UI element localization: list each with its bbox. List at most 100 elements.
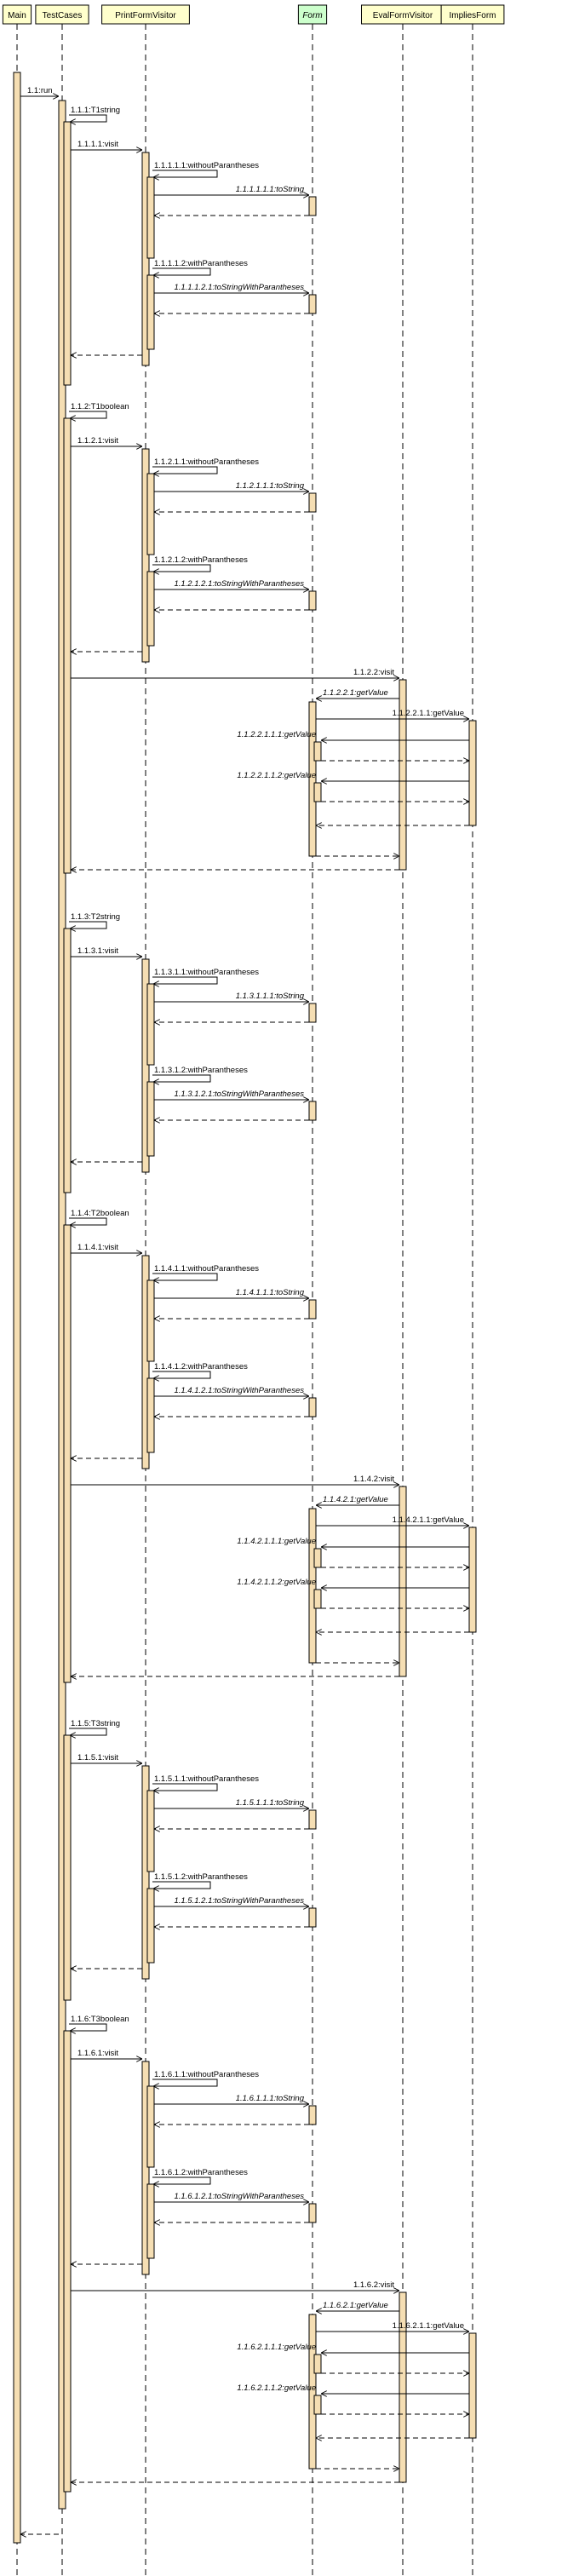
- testcases-activation-test-4: [63, 1224, 72, 1683]
- with-parantheses-4: [152, 1371, 211, 1378]
- form-activation-tostringwith-5: [308, 1907, 317, 1928]
- impliesform-activation-4: [468, 1527, 477, 1633]
- get-value-4-label: 1.1.4.2.1:getValue: [323, 1495, 388, 1504]
- with-parantheses-6-label: 1.1.6.1.2:withParantheses: [154, 2168, 248, 2177]
- testcases-activation-test-3: [63, 928, 72, 1193]
- evalformvisitor-activation-4: [399, 1486, 407, 1677]
- get-value-2-label: 1.1.2.2.1:getValue: [323, 688, 388, 698]
- without-parantheses-5-label: 1.1.5.1.1:withoutParantheses: [154, 1774, 259, 1784]
- printformvisitor-with-activation-6: [146, 2183, 155, 2259]
- form-nested-activation-a-6: [313, 2354, 322, 2374]
- implies-get-value-6-label: 1.1.6.2.1.1:getValue: [393, 2321, 464, 2331]
- form-activation-tostring-2: [308, 492, 317, 513]
- form-activation-tostringwith-1: [308, 294, 317, 314]
- printformvisitor-activation-2: [141, 448, 150, 663]
- form-get-value-b-2-label: 1.1.2.2.1.1.2:getValue: [237, 771, 316, 780]
- test-call-3-label: 1.1.3:T2string: [71, 912, 120, 922]
- form-nested-activation-b-2: [313, 782, 322, 802]
- form-activation-tostringwith-6: [308, 2203, 317, 2223]
- printformvisitor-with-activation-2: [146, 571, 155, 647]
- form-nested-activation-a-4: [313, 1548, 322, 1568]
- test-call-5-label: 1.1.5:T3string: [71, 1719, 120, 1728]
- evalformvisitor-activation-2: [399, 679, 407, 871]
- print-visit-1-label: 1.1.1.1:visit: [77, 140, 118, 149]
- form-activation-tostring-6: [308, 2105, 317, 2125]
- printformvisitor-with-activation-3: [146, 1081, 155, 1157]
- with-parantheses-2-label: 1.1.2.1.2:withParantheses: [154, 555, 248, 565]
- implies-get-value-2-label: 1.1.2.2.1.1:getValue: [393, 709, 464, 718]
- impliesform-activation-6: [468, 2332, 477, 2439]
- without-parantheses-5: [152, 1783, 218, 1791]
- main-activation: [13, 72, 21, 2544]
- testcases-activation-test-1: [63, 121, 72, 386]
- test-call-6: [69, 2023, 107, 2031]
- participant-label-main: Main: [8, 11, 26, 20]
- form-activation-tostring-3: [308, 1003, 317, 1023]
- printformvisitor-with-activation-1: [146, 274, 155, 350]
- to-string-6-label: 1.1.6.1.1.1:toString: [236, 2094, 305, 2103]
- printformvisitor-without-activation-6: [146, 2085, 155, 2168]
- with-parantheses-3-label: 1.1.3.1.2:withParantheses: [154, 1066, 248, 1075]
- printformvisitor-without-activation-4: [146, 1279, 155, 1362]
- to-string-2-label: 1.1.2.1.1.1:toString: [236, 481, 305, 491]
- participant-form: [297, 4, 328, 25]
- form-activation-tostringwith-4: [308, 1397, 317, 1417]
- to-string-with-1-label: 1.1.1.1.2.1:toStringWithParantheses: [174, 283, 304, 292]
- participant-main: [2, 4, 32, 25]
- without-parantheses-4: [152, 1273, 218, 1280]
- printformvisitor-without-activation-1: [146, 176, 155, 259]
- form-activation-tostring-5: [308, 1809, 317, 1830]
- testcases-activation-test-6: [63, 2030, 72, 2493]
- to-string-4-label: 1.1.4.1.1.1:toString: [236, 1288, 305, 1297]
- form-activation-tostringwith-3: [308, 1101, 317, 1121]
- printformvisitor-activation-6: [141, 2061, 150, 2275]
- form-nested-activation-b-4: [313, 1589, 322, 1609]
- form-nested-activation-b-6: [313, 2395, 322, 2415]
- with-parantheses-4-label: 1.1.4.1.2:withParantheses: [154, 1362, 248, 1371]
- without-parantheses-4-label: 1.1.4.1.1:withoutParantheses: [154, 1264, 259, 1274]
- without-parantheses-2-label: 1.1.2.1.1:withoutParantheses: [154, 457, 259, 467]
- with-parantheses-2: [152, 564, 211, 572]
- testcases-activation-test-2: [63, 417, 72, 874]
- form-get-value-b-6-label: 1.1.6.2.1.1.2:getValue: [237, 2383, 316, 2393]
- implies-get-value-4-label: 1.1.4.2.1.1:getValue: [393, 1515, 464, 1525]
- printformvisitor-without-activation-3: [146, 983, 155, 1066]
- form-activation-getvalue-2: [308, 701, 317, 857]
- printformvisitor-with-activation-4: [146, 1377, 155, 1453]
- test-call-6-label: 1.1.6:T3boolean: [71, 2015, 129, 2024]
- participant-label-printformvisitor: PrintFormVisitor: [115, 11, 176, 20]
- form-activation-getvalue-6: [308, 2314, 317, 2470]
- form-activation-tostringwith-2: [308, 590, 317, 611]
- with-parantheses-1: [152, 267, 211, 275]
- to-string-3-label: 1.1.3.1.1.1:toString: [236, 992, 305, 1001]
- impliesform-activation-2: [468, 720, 477, 826]
- printformvisitor-activation-3: [141, 958, 150, 1173]
- without-parantheses-3-label: 1.1.3.1.1:withoutParantheses: [154, 968, 259, 977]
- participant-label-impliesform: ImpliesForm: [449, 11, 496, 20]
- to-string-5-label: 1.1.5.1.1.1:toString: [236, 1798, 305, 1808]
- print-visit-6-label: 1.1.6.1:visit: [77, 2049, 118, 2058]
- form-nested-activation-a-2: [313, 741, 322, 762]
- test-call-4-label: 1.1.4:T2boolean: [71, 1209, 129, 1218]
- printformvisitor-with-activation-5: [146, 1888, 155, 1964]
- test-call-1: [69, 114, 107, 122]
- form-activation-getvalue-4: [308, 1508, 317, 1664]
- print-visit-3-label: 1.1.3.1:visit: [77, 946, 118, 956]
- to-string-with-5-label: 1.1.5.1.2.1:toStringWithParantheses: [174, 1896, 304, 1906]
- eval-visit-6-label: 1.1.6.2:visit: [353, 2280, 394, 2290]
- without-parantheses-2: [152, 466, 218, 474]
- participant-impliesform: [440, 4, 505, 25]
- test-call-5: [69, 1728, 107, 1735]
- printformvisitor-without-activation-5: [146, 1790, 155, 1872]
- testcases-activation-test-5: [63, 1734, 72, 2001]
- with-parantheses-5: [152, 1881, 211, 1889]
- evalformvisitor-activation-6: [399, 2291, 407, 2483]
- form-get-value-a-4-label: 1.1.4.2.1.1.1:getValue: [237, 1537, 316, 1546]
- print-visit-5-label: 1.1.5.1:visit: [77, 1753, 118, 1762]
- participant-testcases: [35, 4, 89, 25]
- test-call-2-label: 1.1.2:T1boolean: [71, 402, 129, 411]
- participant-label-evalformvisitor: EvalFormVisitor: [373, 11, 433, 20]
- run-message-label: 1.1:run: [27, 86, 53, 95]
- with-parantheses-3: [152, 1074, 211, 1082]
